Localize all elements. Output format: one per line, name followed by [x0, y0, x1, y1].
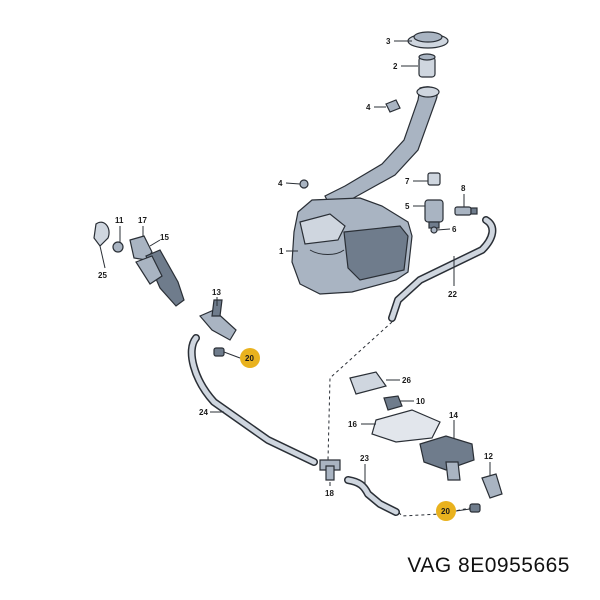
washer-nozzle	[419, 435, 475, 481]
callout-23: 23	[360, 454, 369, 463]
svg-text:20: 20	[245, 354, 254, 363]
callout-5: 5	[405, 202, 410, 211]
clip-part-4-mid	[299, 179, 309, 189]
hose-23	[344, 476, 400, 516]
filler-sleeve	[418, 53, 436, 78]
callout-15: 15	[160, 233, 169, 242]
filler-cap	[407, 31, 449, 49]
svg-text:20: 20	[441, 507, 450, 516]
callout-10: 10	[416, 397, 425, 406]
callout-3: 3	[386, 37, 391, 46]
seal-frame	[371, 409, 441, 443]
level-sensor	[454, 206, 478, 216]
callout-16: 16	[348, 420, 357, 429]
cover-plate	[349, 371, 387, 395]
routing-line-main	[327, 321, 393, 461]
callout-25: 25	[98, 271, 107, 280]
callout-20-lower: 20	[436, 501, 456, 521]
t-connector	[319, 459, 341, 481]
callout-8: 8	[461, 184, 466, 193]
callout-17: 17	[138, 216, 147, 225]
grommet	[430, 226, 438, 234]
hose-22	[388, 216, 497, 322]
callout-12: 12	[484, 452, 493, 461]
headlamp-nozzle-assembly	[93, 221, 185, 307]
hose-connector-12	[481, 473, 503, 499]
callout-2: 2	[393, 62, 398, 71]
callout-11: 11	[115, 216, 124, 225]
washer-pump	[424, 199, 444, 229]
clip-part-4-top	[385, 99, 401, 113]
callout-4-top: 4	[366, 103, 371, 112]
callout-1: 1	[279, 247, 284, 256]
callout-20-upper: 20	[240, 348, 260, 368]
callout-14: 14	[449, 411, 458, 420]
callout-22: 22	[448, 290, 457, 299]
routing-line-right	[394, 507, 471, 517]
hose-connector-13	[199, 299, 237, 341]
callout-26: 26	[402, 376, 411, 385]
part-number-caption: VAG 8E0955665	[407, 554, 570, 577]
pump-connector	[427, 172, 441, 186]
callout-24: 24	[199, 408, 208, 417]
callout-6: 6	[452, 225, 457, 234]
callout-13: 13	[212, 288, 221, 297]
fitting-20-lower	[469, 503, 481, 513]
nozzle-clip	[383, 395, 403, 411]
filler-neck	[324, 86, 440, 207]
callout-4-mid: 4	[278, 179, 283, 188]
hose-24	[187, 334, 318, 466]
callout-18: 18	[325, 489, 334, 498]
fitting-20-upper	[213, 347, 225, 357]
washer-reservoir	[291, 197, 413, 295]
callout-7: 7	[405, 177, 410, 186]
